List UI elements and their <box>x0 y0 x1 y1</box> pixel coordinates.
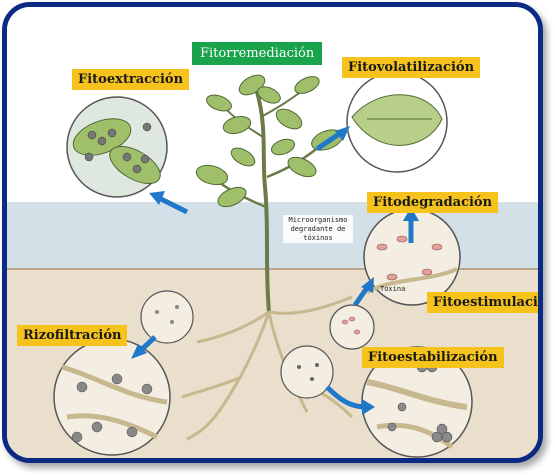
diagram-title: Fitorremediación <box>192 42 322 65</box>
microorganism-annotation: Microorganismo degradante de tóxinos <box>283 215 353 243</box>
label-fitoextraccion: Fitoextracción <box>72 69 189 90</box>
label-fitoestabilizacion: Fitoestabilización <box>362 347 504 368</box>
fitovolatilizacion-circle <box>347 72 447 172</box>
label-rizofiltracion: Rizofiltración <box>17 325 127 346</box>
rizofiltracion-small-circle <box>141 291 193 343</box>
label-fitovolatilizacion: Fitovolatilización <box>342 57 480 78</box>
rizofiltracion-circle <box>54 339 170 455</box>
fitoestimulacion-circle <box>330 305 374 349</box>
fitoextraccion-circle <box>67 97 167 197</box>
label-fitodegradacion: Fitodegradación <box>367 192 498 213</box>
diagram-frame: Fitorremediación Fitoextracción Fitovola… <box>2 2 543 463</box>
toxin-annotation: Toxina <box>380 285 405 293</box>
fitoestabilizacion-small-circle <box>281 346 333 398</box>
label-fitoestimulacion: Fitoestimulación <box>427 292 543 313</box>
